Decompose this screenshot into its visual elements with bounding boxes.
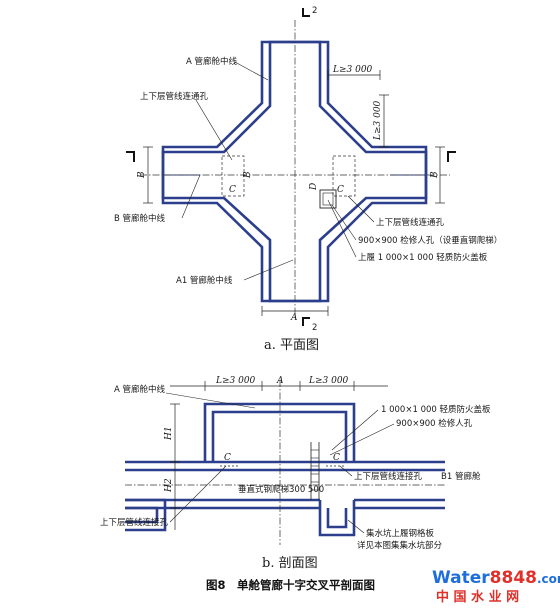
plan-label-cover: 上履 1 000×1 000 轻质防火盖板 bbox=[358, 252, 488, 263]
plan-view: 2 2 L≥3 000 L≥3 000 B B A B D C C bbox=[114, 6, 502, 353]
plan-cover bbox=[322, 192, 334, 206]
section-label-hole-right: 上下层管线连接孔 bbox=[354, 471, 423, 482]
section-leader-cover bbox=[331, 409, 379, 451]
plan-outer-wall bbox=[161, 40, 428, 303]
plan-section-mark-bottom bbox=[302, 317, 310, 326]
section-upper-inner bbox=[211, 410, 348, 462]
section-mark-c-left: C bbox=[224, 453, 231, 463]
section-leader-manhole bbox=[329, 423, 395, 456]
plan-leader-a bbox=[234, 61, 269, 81]
section-label-sump1: 集水坑上履钢格板 bbox=[366, 528, 435, 539]
section-leader-hole-right bbox=[339, 465, 353, 477]
plan-leader-b bbox=[181, 174, 201, 219]
section-label-sump2: 详见本图集集水坑部分 bbox=[357, 540, 443, 551]
section-dim-l-left: L≥3 000 bbox=[215, 376, 256, 386]
section-leader-hole-left bbox=[169, 465, 227, 523]
plan-section-mark-bottom-label: 2 bbox=[312, 323, 317, 333]
section-label-b1: B1 管廊舱 bbox=[441, 471, 481, 482]
section-leader-sump bbox=[347, 519, 365, 534]
section-lower-left-inner bbox=[125, 506, 159, 524]
section-dim-h2: H2 bbox=[164, 478, 174, 493]
figure-caption: 图8 单舱管廊十字交叉平剖面图 bbox=[206, 578, 375, 592]
section-lower-left-outer bbox=[125, 498, 167, 532]
section-label-ladder-dim: 300 500 bbox=[289, 485, 324, 495]
section-label-cover: 1 000×1 000 轻质防火盖板 bbox=[381, 404, 491, 415]
plan-dim-d-inner: D bbox=[309, 183, 319, 191]
plan-label-a1-centerline: A1 管廊舱中线 bbox=[176, 275, 233, 286]
plan-label-hole-left: 上下层管线连通孔 bbox=[140, 91, 209, 102]
plan-dim-b-left: B bbox=[137, 171, 147, 179]
section-leader-a bbox=[165, 392, 256, 409]
section-label-manhole: 900×900 检修人孔 bbox=[396, 418, 473, 429]
plan-manhole bbox=[319, 189, 337, 209]
plan-section-mark-top-label: 2 bbox=[312, 6, 317, 16]
section-ladder bbox=[310, 442, 320, 500]
plan-section-mark-top bbox=[302, 8, 310, 17]
plan-label-manhole: 900×900 检修人孔（设垂直钢爬梯） bbox=[358, 235, 502, 246]
section-view: L≥3 000 A L≥3 000 H1 H2 C C A 管廊舱中线 1 00… bbox=[100, 376, 491, 571]
section-dim-a: A bbox=[276, 376, 284, 386]
plan-hole-right bbox=[332, 155, 356, 197]
plan-leader-cover bbox=[327, 199, 357, 258]
plan-label-b-centerline: B 管廊舱中线 bbox=[114, 213, 166, 224]
plan-leader-hole-right bbox=[347, 195, 375, 223]
plan-caption: a. 平面图 bbox=[264, 338, 319, 353]
section-mark-c-right: C bbox=[333, 453, 340, 463]
section-dim-l-right: L≥3 000 bbox=[308, 376, 349, 386]
plan-leader-hole-left bbox=[195, 99, 233, 161]
plan-dim-b-inner: B bbox=[243, 171, 253, 179]
plan-inner-wall bbox=[161, 40, 428, 303]
plan-mark-c-right: C bbox=[337, 185, 344, 195]
plan-label-hole-right: 上下层管线连通孔 bbox=[376, 217, 445, 228]
plan-leader-manhole bbox=[331, 204, 357, 241]
plan-leader-a1 bbox=[243, 259, 294, 281]
section-sump-inner bbox=[326, 508, 348, 529]
plan-section-mark-right bbox=[447, 151, 456, 162]
plan-hole-left bbox=[221, 155, 245, 197]
section-upper-outer bbox=[203, 402, 356, 462]
plan-section-mark-left bbox=[126, 151, 135, 162]
section-dim-h1: H1 bbox=[164, 426, 174, 441]
plan-dim-l-top: L≥3 000 bbox=[332, 65, 373, 75]
watermark-line2: 中 国 水 业 网 bbox=[436, 589, 519, 605]
section-label-hole-left: 上下层管线连接孔 bbox=[100, 517, 169, 528]
watermark-logo: Water8848.com 中 国 水 业 网 bbox=[432, 568, 560, 605]
plan-dim-l-right: L≥3 000 bbox=[373, 100, 383, 141]
plan-dim-b-right: B bbox=[430, 171, 440, 179]
plan-dim-a-bottom: A bbox=[290, 313, 298, 323]
section-label-a-centerline: A 管廊舱中线 bbox=[114, 384, 166, 395]
section-label-ladder: 垂直式钢爬梯 bbox=[238, 484, 290, 495]
watermark-line1: Water8848.com bbox=[432, 568, 560, 588]
section-caption: b. 剖面图 bbox=[262, 556, 318, 571]
plan-mark-c-left: C bbox=[229, 185, 236, 195]
section-sump-outer bbox=[318, 500, 356, 537]
plan-label-a-centerline: A 管廊舱中线 bbox=[186, 56, 238, 67]
